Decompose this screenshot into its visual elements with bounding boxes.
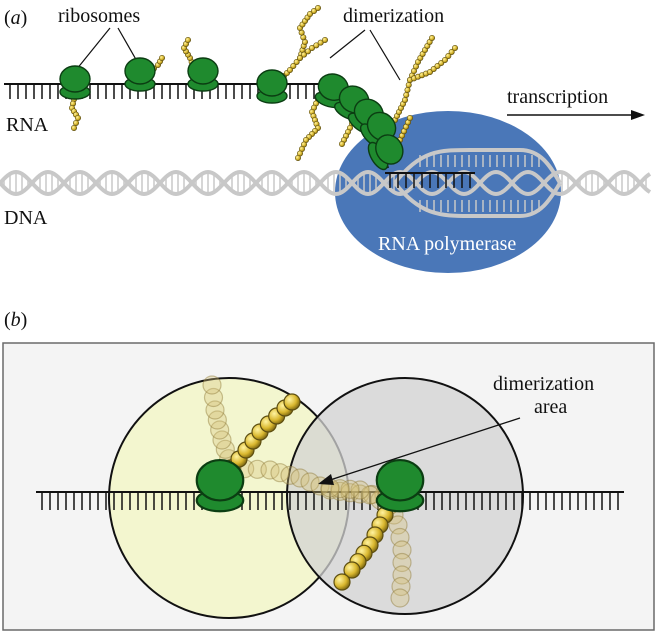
peptide-bead — [333, 573, 351, 591]
peptide-bead — [404, 87, 411, 94]
ribosome-large-subunit — [375, 134, 404, 165]
peptide-bead — [321, 36, 328, 43]
dna-backbone — [0, 169, 652, 197]
ribosome — [187, 57, 219, 92]
peptide-bead — [293, 58, 300, 65]
dimerization-area-label-line2: area — [534, 396, 567, 418]
ribosomes-label: ribosomes — [58, 5, 140, 27]
peptide-bead — [448, 48, 455, 55]
peptide-bead — [294, 155, 301, 162]
ribosome-large-subunit — [124, 57, 156, 85]
peptide-bead-faded — [247, 459, 267, 479]
peptide-bead-faded — [391, 576, 411, 597]
peptide-bead — [405, 82, 412, 89]
peptide-bead — [451, 44, 458, 51]
peptide-bead — [306, 11, 313, 18]
peptide-bead-faded — [330, 479, 350, 499]
peptide-bead — [428, 34, 435, 41]
peptide-bead-faded — [392, 565, 412, 585]
peptide-bead-faded — [392, 552, 412, 573]
peptide-bead — [73, 120, 80, 127]
peptide-bead-faded — [260, 460, 280, 480]
peptide-bead — [185, 36, 192, 43]
peptide-bead — [304, 48, 311, 55]
peptide-bead-faded — [300, 472, 320, 492]
dna-helix — [0, 148, 652, 218]
ribosome-large-subunit — [59, 65, 91, 93]
peptide-bead — [71, 125, 78, 132]
peptide-bead-faded — [210, 420, 230, 440]
ribosome-left — [195, 459, 245, 513]
ribosome-large-subunit — [256, 69, 288, 97]
ribosome-large-subunit — [187, 57, 219, 85]
peptide-bead — [441, 56, 448, 63]
peptide-bead-faded — [202, 375, 222, 395]
peptide-bead-faded — [205, 400, 225, 420]
dimerization-label: dimerization — [343, 5, 444, 27]
dna-bubble-bottom — [393, 181, 562, 218]
peptide-bead-faded — [215, 439, 235, 459]
peptide-bead — [159, 54, 166, 61]
peptide-bead — [406, 115, 413, 122]
peptide-bead — [308, 44, 315, 51]
peptide-bead-faded — [388, 515, 408, 535]
peptide-bead — [310, 8, 317, 15]
dna-bubble-top — [393, 148, 562, 185]
peptide-bead — [401, 97, 408, 104]
dna-backbone — [0, 169, 652, 197]
peptide-bead-faded — [340, 479, 360, 499]
dimerization-area-pointer — [329, 417, 521, 481]
ribosome — [59, 65, 91, 100]
ribosome — [367, 134, 404, 171]
peptide-bead-faded — [390, 588, 410, 608]
dimerization-area-arrowhead — [318, 474, 334, 485]
peptide-bead-faded — [340, 483, 360, 503]
peptide-bead-faded — [290, 468, 310, 488]
peptide-bead — [338, 141, 345, 148]
peptide-bead-faded — [350, 484, 370, 504]
peptide-bead — [75, 115, 82, 122]
peptide-bead — [283, 393, 301, 411]
peptide-bead — [343, 561, 361, 579]
peptide-bead-faded — [280, 465, 300, 485]
peptide-bead — [445, 52, 452, 59]
transcription-arrowhead — [631, 110, 645, 120]
peptide-bead-faded — [330, 481, 350, 501]
ribosome-group-b — [195, 459, 425, 513]
dna-label: DNA — [4, 207, 48, 229]
peptide-bead — [314, 5, 321, 12]
ribosome-large-subunit — [375, 459, 425, 502]
transcription-label: transcription — [507, 86, 608, 108]
peptide-bead — [403, 92, 410, 99]
peptide-bead — [286, 67, 293, 74]
dimerization-pointer-2 — [369, 29, 401, 81]
peptide-bead-faded — [203, 387, 224, 408]
panel-b: (b) dimerization area — [2, 309, 655, 631]
ribosome — [124, 57, 156, 92]
dimerization-area-label-line1: dimerization — [493, 373, 594, 395]
panel-b-tag: (b) — [4, 309, 27, 331]
ribosome-right — [375, 459, 425, 513]
peptide-bead-faded — [212, 430, 232, 450]
ribosome-group — [59, 57, 404, 171]
peptide-bead — [300, 51, 307, 58]
peptide-bead — [313, 42, 320, 49]
peptide-bead-faded — [350, 480, 370, 500]
peptide-bead — [290, 62, 297, 69]
peptide-bead-faded — [392, 540, 412, 560]
peptide-bead-faded — [390, 527, 410, 548]
peptide-bead-faded — [270, 463, 290, 483]
rna-strand-b — [36, 491, 624, 510]
ribosome — [256, 69, 288, 104]
panel-a-tag: (a) — [4, 7, 27, 29]
peptide-bead — [296, 54, 303, 61]
ribosome-large-subunit — [195, 459, 245, 502]
peptide-bead — [317, 39, 324, 46]
panel-a: (a) ribosomes dimerization transcription… — [0, 5, 652, 273]
rna-label: RNA — [6, 114, 49, 136]
dimerization-pointer-1 — [329, 29, 366, 59]
peptide-bead-faded — [207, 410, 227, 430]
rna-polymerase-label: RNA polymerase — [378, 233, 516, 255]
